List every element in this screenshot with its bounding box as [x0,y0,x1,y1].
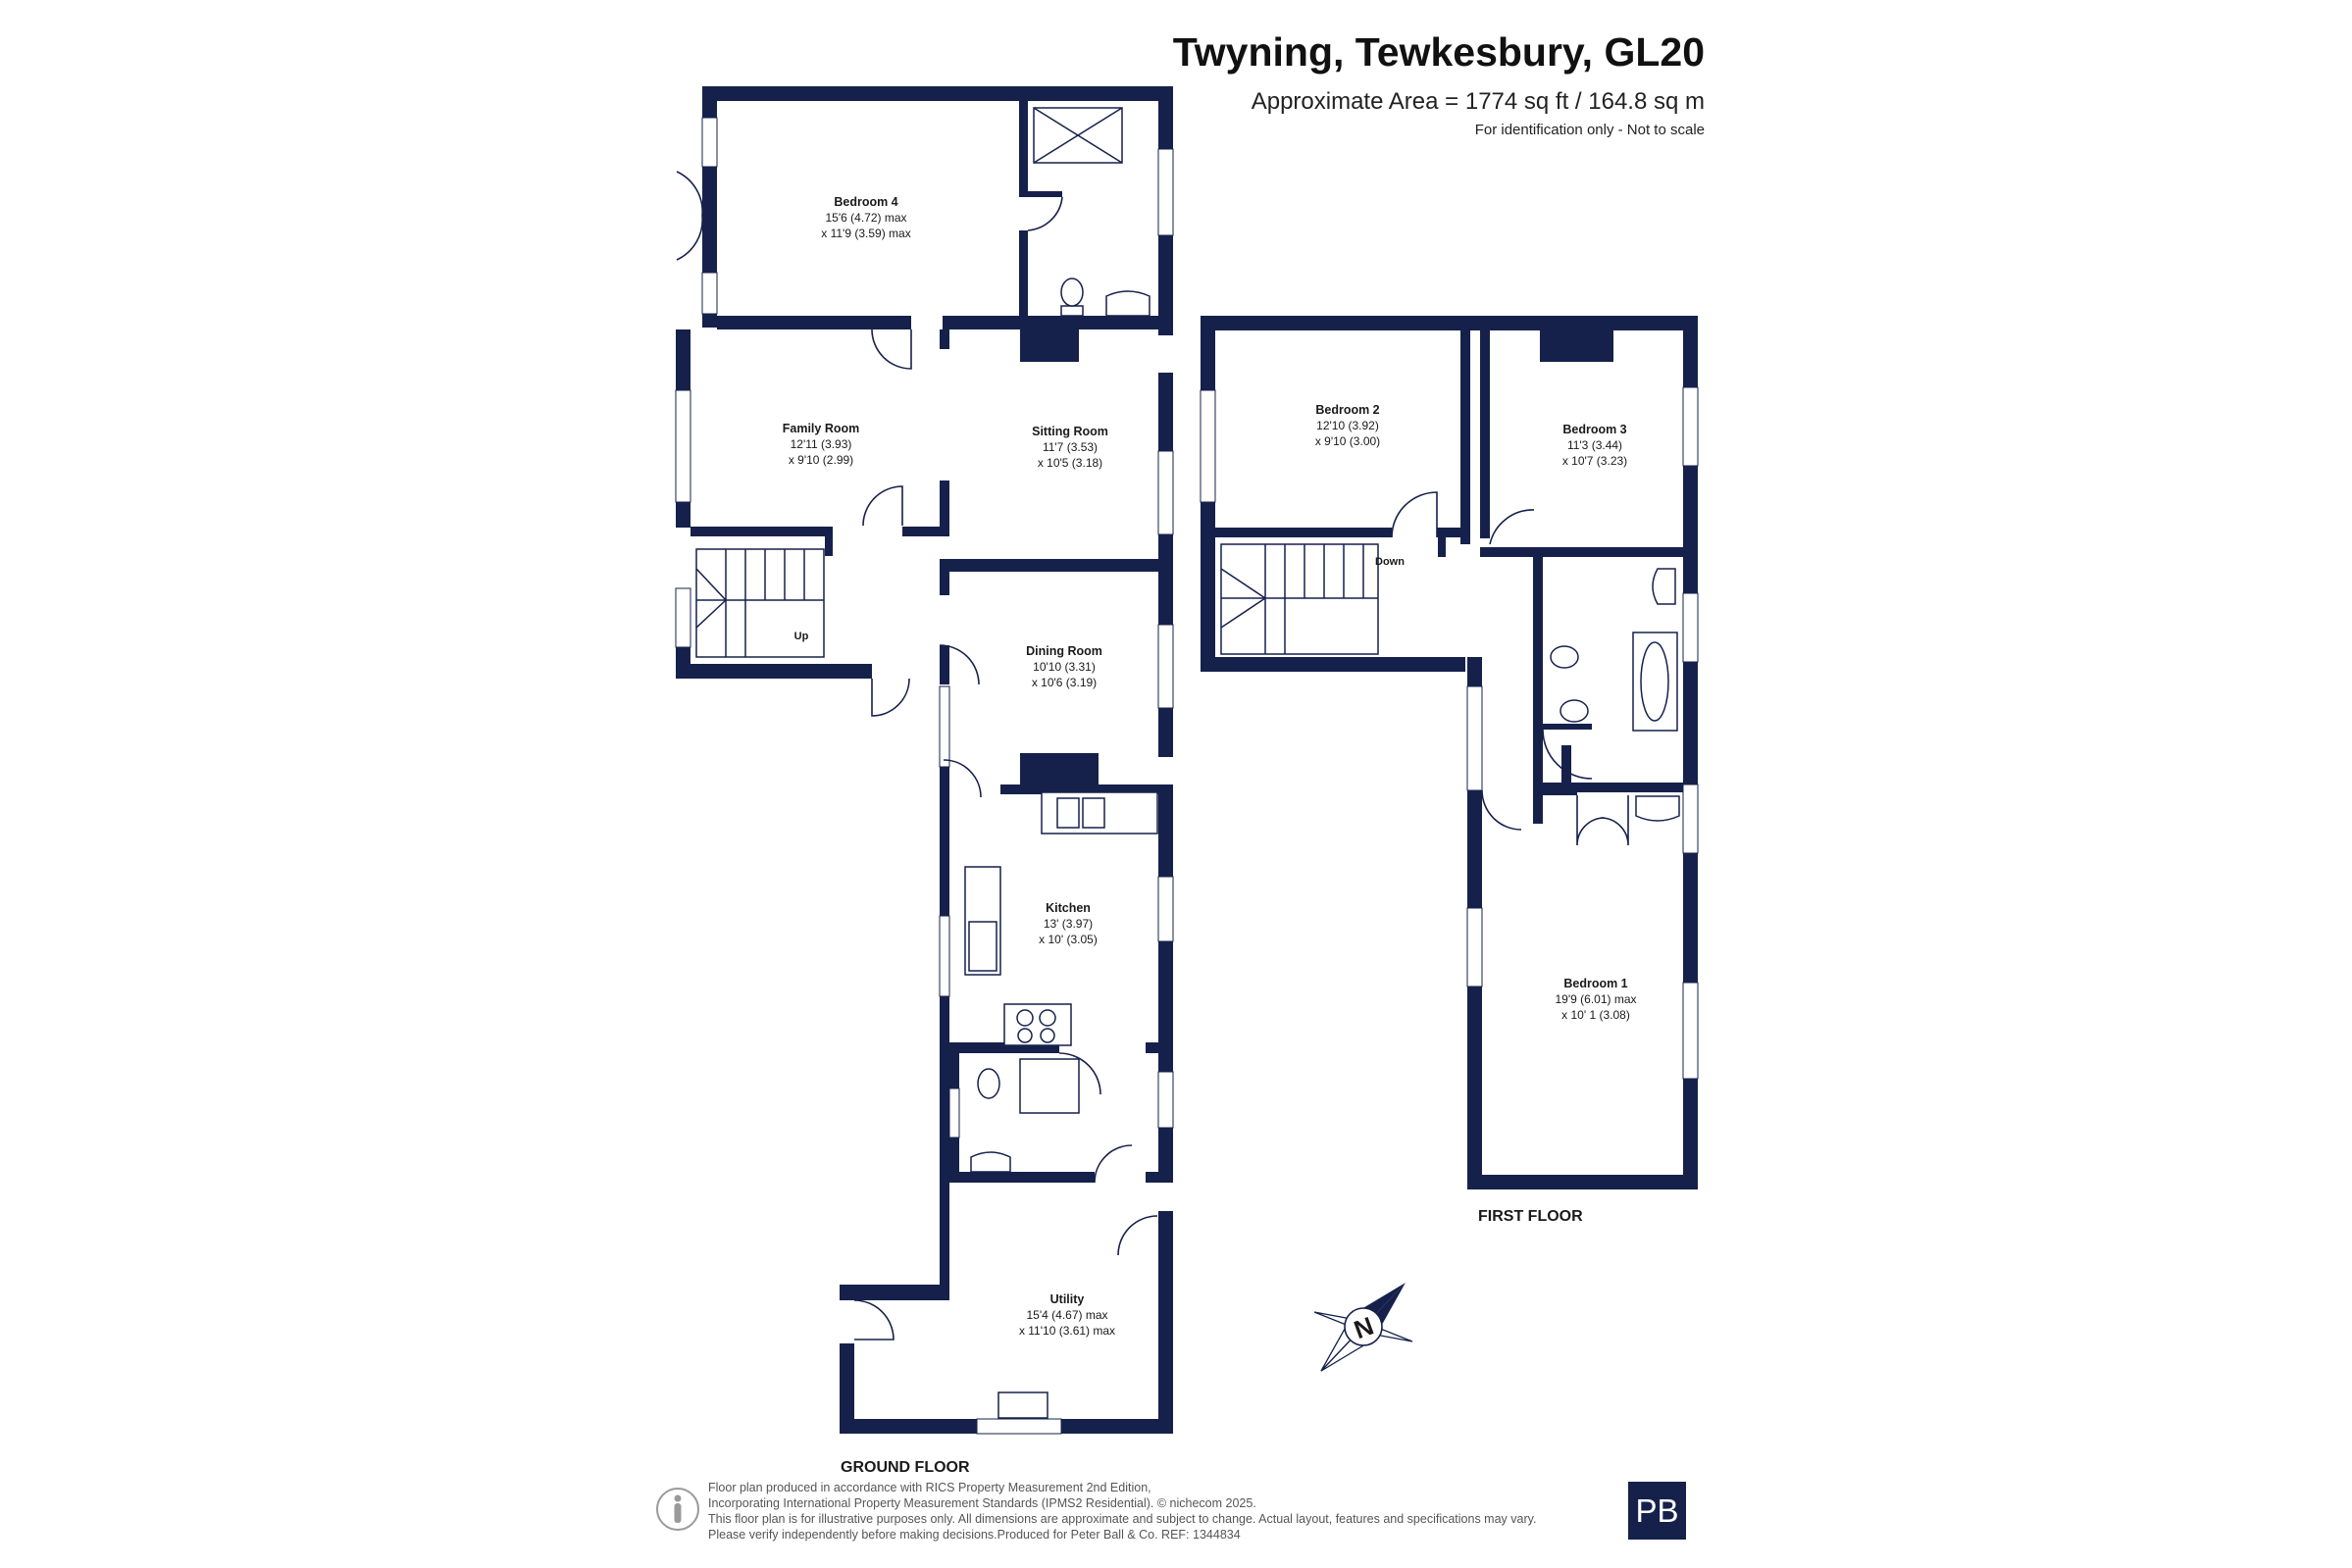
brand-logo: PB [1628,1482,1686,1540]
room-dim-kitchen-width: x 10' (3.05) [1039,933,1098,946]
room-name-kitchen: Kitchen [1046,901,1091,915]
room-name-bedroom1: Bedroom 1 [1563,977,1627,990]
room-dim-utility-width: x 11'10 (3.61) max [1019,1324,1115,1338]
room-dim-bedroom2-width: x 9'10 (3.00) [1315,434,1380,448]
door-swings [676,171,1629,1340]
plan-title: Twyning, Tewkesbury, GL20 [1172,29,1705,75]
room-dim-utility-length: 15'4 (4.67) max [1027,1308,1108,1322]
person-info-icon [656,1488,699,1531]
room-dim-bedroom1-width: x 10' 1 (3.08) [1561,1008,1630,1022]
room-dim-bedroom4-length: 15'6 (4.72) max [826,211,907,225]
room-labels: Bedroom 4 15'6 (4.72) max x 11'9 (3.59) … [783,195,1637,1338]
room-dim-dining-room-length: 10'10 (3.31) [1033,660,1096,674]
windows [675,117,1699,1435]
room-name-bedroom4: Bedroom 4 [834,195,897,209]
footer-line-3: This floor plan is for illustrative purp… [708,1512,1537,1526]
room-dim-family-room-width: x 9'10 (2.99) [789,453,853,467]
room-name-dining-room: Dining Room [1026,644,1102,658]
room-dim-kitchen-length: 13' (3.97) [1044,917,1093,931]
room-dim-bedroom3-length: 11'3 (3.44) [1567,438,1622,452]
room-name-bedroom3: Bedroom 3 [1562,423,1626,436]
room-name-sitting-room: Sitting Room [1032,425,1108,438]
room-name-utility: Utility [1050,1292,1085,1306]
room-dim-bedroom4-width: x 11'9 (3.59) max [821,227,910,240]
room-dim-bedroom2-length: 12'10 (3.92) [1316,419,1379,432]
approximate-area: Approximate Area = 1774 sq ft / 164.8 sq… [1251,88,1705,115]
room-name-family-room: Family Room [783,422,860,435]
ground-floor-label: GROUND FLOOR [841,1459,970,1476]
ground-floor-walls [676,86,1173,1434]
room-name-bedroom2: Bedroom 2 [1315,403,1379,417]
compass-icon: N [1313,1283,1413,1372]
first-floor-walls [1201,316,1698,1189]
footer-notes: Floor plan produced in accordance with R… [708,1480,1630,1543]
room-dim-sitting-room-width: x 10'5 (3.18) [1038,456,1102,470]
room-dim-bedroom3-width: x 10'7 (3.23) [1562,454,1627,468]
room-dim-dining-room-width: x 10'6 (3.19) [1032,676,1097,689]
first-floor-label: FIRST FLOOR [1478,1208,1583,1225]
footer-line-4: Please verify independently before makin… [708,1528,1241,1542]
stairs-up-label: Up [794,631,809,642]
footer-line-1: Floor plan produced in accordance with R… [708,1481,1151,1494]
footer-line-2: Incorporating International Property Mea… [708,1496,1256,1510]
fixtures [695,107,1680,1419]
room-dim-family-room-length: 12'11 (3.93) [791,437,852,451]
scale-disclaimer: For identification only - Not to scale [1474,122,1705,138]
room-dim-sitting-room-length: 11'7 (3.53) [1043,440,1098,454]
room-dim-bedroom1-length: 19'9 (6.01) max [1556,992,1637,1006]
stairs-down-label: Down [1375,556,1405,568]
